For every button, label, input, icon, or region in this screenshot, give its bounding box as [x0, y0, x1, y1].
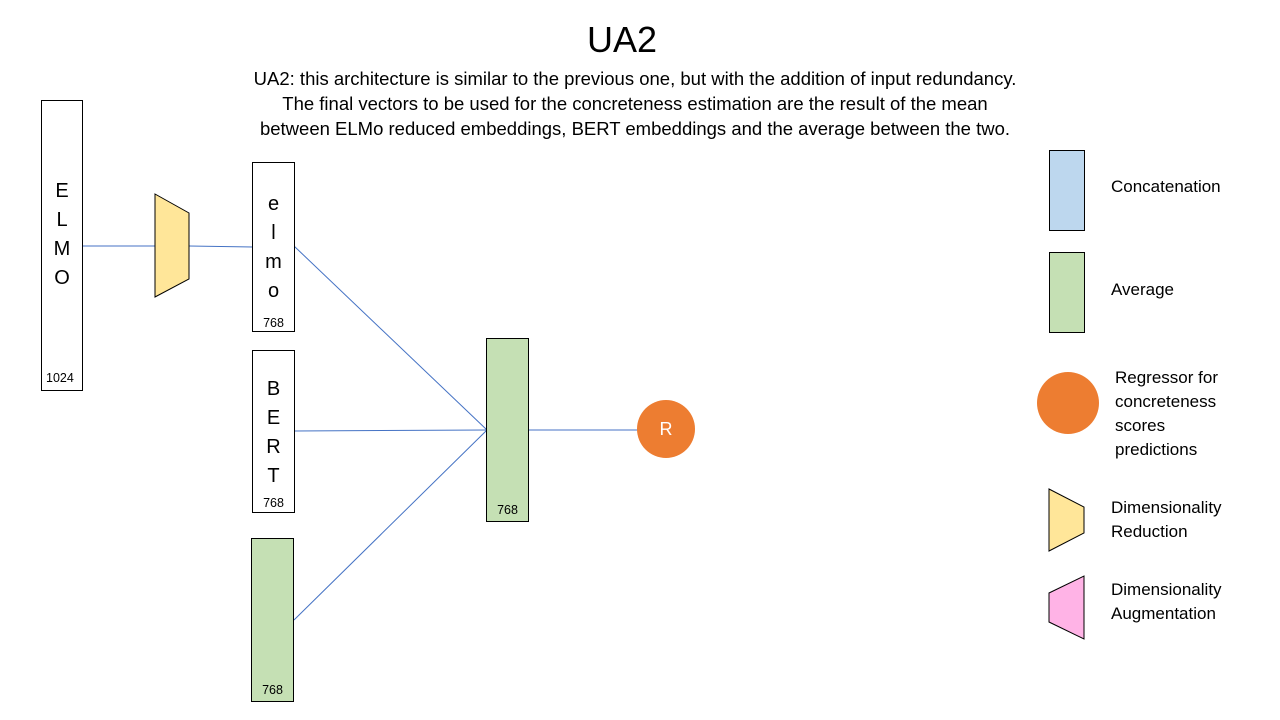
connector-elmo-reduced-to-average: [293, 245, 488, 431]
legend-regressor-line: scores: [1115, 416, 1166, 435]
legend-dim-reduction-swatch: [1048, 488, 1085, 552]
legend-dim-augmentation-line: Dimensionality: [1111, 580, 1222, 599]
bert-letter: T: [267, 465, 280, 487]
elmo-reduced-box: e l m o 768: [252, 162, 295, 332]
bert-letter: R: [266, 436, 281, 458]
legend-regressor-line: concreteness: [1115, 392, 1217, 411]
elmo-input-dim: 1024: [46, 371, 74, 385]
legend-regressor-label: Regressor for concreteness scores predic…: [1115, 366, 1218, 462]
bert-letters: B E R T: [253, 375, 294, 491]
average-input-dim: 768: [262, 683, 283, 697]
elmo-input-box: E L M O 1024: [41, 100, 83, 391]
elmo-letter: L: [56, 209, 68, 231]
legend-regressor-swatch: [1037, 372, 1099, 434]
description-line-1: UA2: this architecture is similar to the…: [253, 68, 1017, 89]
legend-average-label: Average: [1111, 280, 1175, 299]
connector-bert-to-average: [293, 429, 488, 432]
elmo-reduced-letters: e l m o: [253, 190, 294, 306]
regressor-circle: [637, 400, 695, 458]
legend-dim-augmentation-swatch: [1048, 575, 1085, 640]
bert-box: B E R T 768: [252, 350, 295, 513]
bert-letter: B: [266, 378, 281, 400]
legend-regressor-line: Regressor for: [1115, 368, 1218, 387]
legend-concatenation-label: Concatenation: [1111, 177, 1221, 196]
description-line-2: The final vectors to be used for the con…: [282, 93, 988, 114]
bert-dim: 768: [263, 496, 284, 510]
legend-concatenation-swatch: [1049, 150, 1085, 231]
legend-dim-reduction-label: Dimensionality Reduction: [1111, 496, 1222, 544]
connector-reduction-to-elmo-reduced: [188, 245, 254, 248]
average-output-dim: 768: [497, 503, 518, 517]
legend-dim-augmentation-line: Augmentation: [1111, 604, 1216, 623]
regressor-label: R: [659, 419, 673, 439]
average-output-box: 768: [486, 338, 529, 522]
legend-dim-augmentation-label: Dimensionality Augmentation: [1111, 578, 1222, 626]
slide-title: UA2: [586, 19, 658, 60]
average-input-box: 768: [251, 538, 294, 702]
elmo-letter: O: [54, 267, 70, 289]
dimensionality-reduction-shape: [154, 193, 190, 298]
connector-average-input-to-average: [293, 429, 488, 621]
slide-description: UA2: this architecture is similar to the…: [160, 66, 1110, 141]
elmo-reduced-letter: l: [271, 222, 276, 244]
elmo-reduced-letter: e: [267, 193, 280, 215]
bert-letter: E: [266, 407, 281, 429]
elmo-reduced-dim: 768: [263, 316, 284, 330]
elmo-letter: E: [55, 180, 69, 202]
elmo-input-letters: E L M O: [42, 177, 82, 293]
elmo-reduced-letter: o: [267, 280, 280, 302]
legend-dim-reduction-line: Dimensionality: [1111, 498, 1222, 517]
legend-regressor-line: predictions: [1115, 440, 1198, 459]
legend-dim-reduction-line: Reduction: [1111, 522, 1188, 541]
elmo-reduced-letter: m: [265, 251, 282, 273]
legend-average-swatch: [1049, 252, 1085, 333]
description-line-3: between ELMo reduced embeddings, BERT em…: [259, 118, 1011, 139]
elmo-letter: M: [53, 238, 71, 260]
